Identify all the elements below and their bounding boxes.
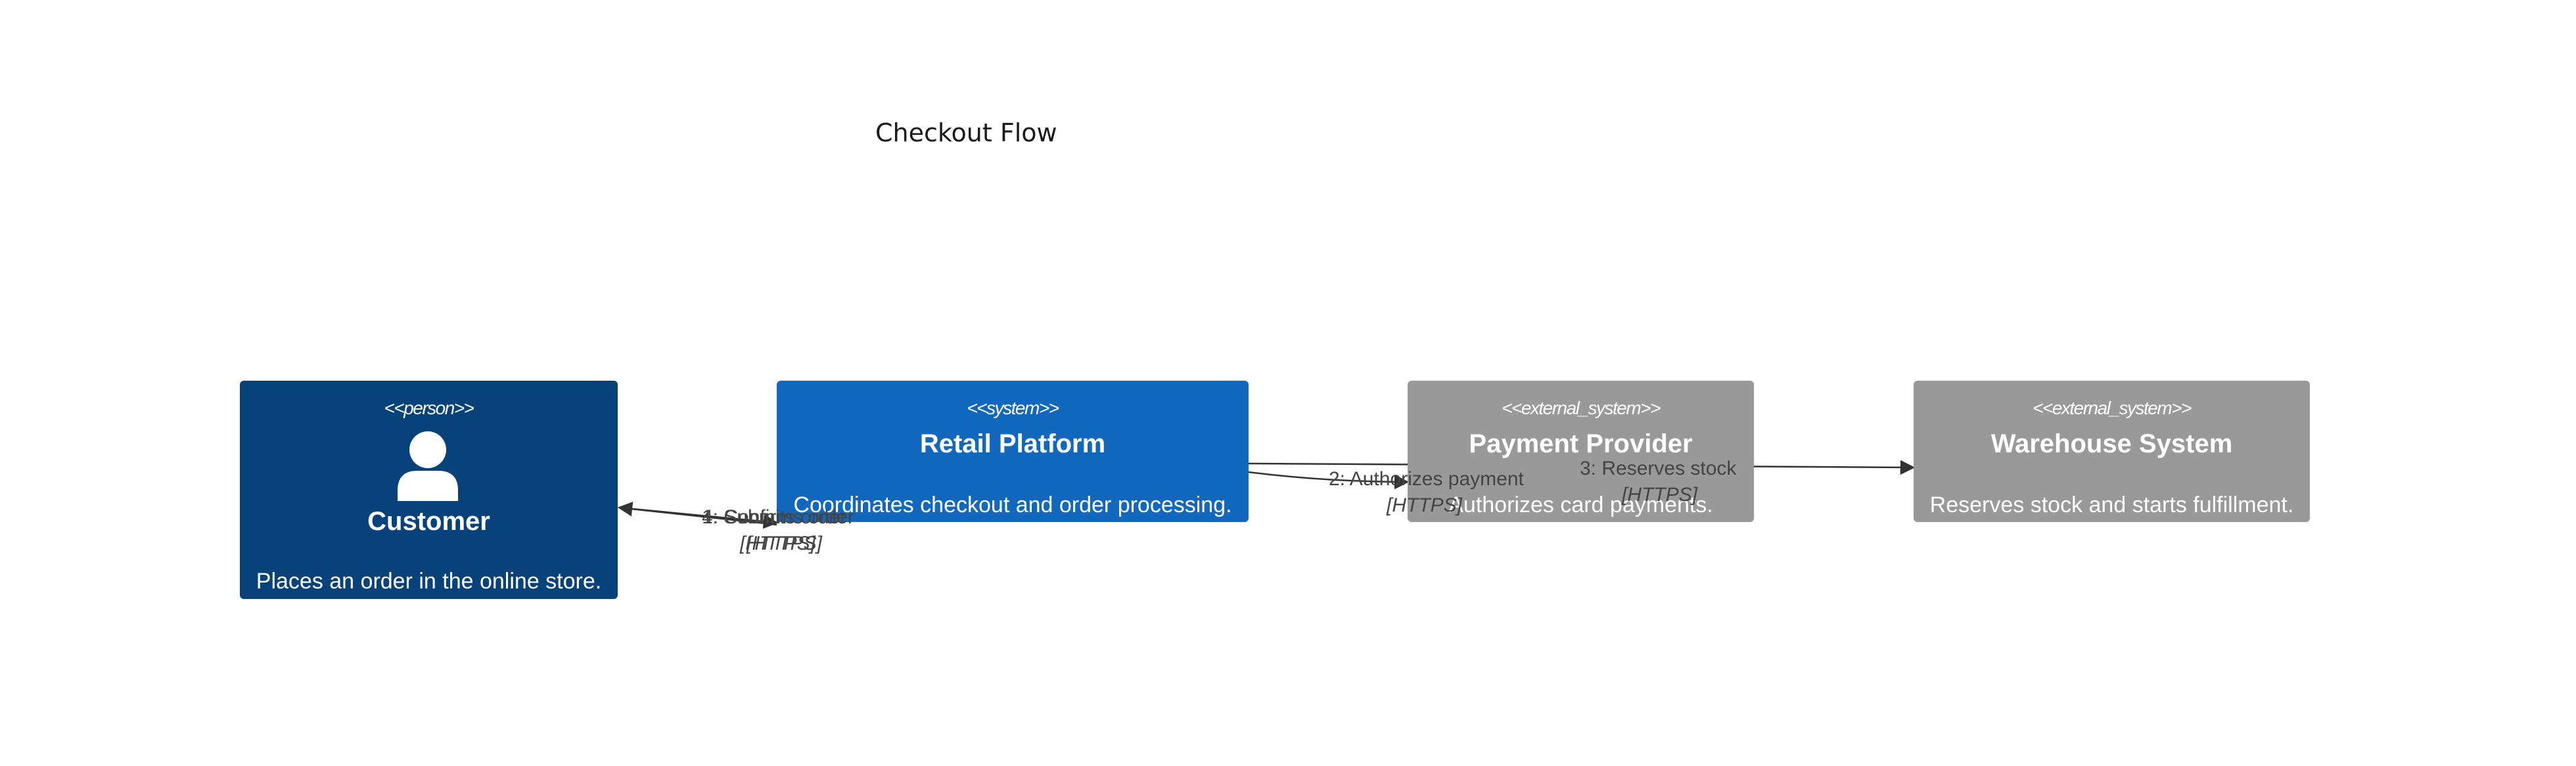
payment-name: Payment Provider [1469, 429, 1693, 458]
person-icon [395, 430, 461, 502]
customer-description: Places an order in the online store. [256, 569, 602, 594]
node-payment-provider[interactable]: <<external_system>> Payment Provider Aut… [1408, 381, 1754, 522]
edge-label-authorizes-payment: 2: Authorizes payment [1329, 468, 1524, 490]
diagram-title: Checkout Flow [875, 118, 1057, 147]
node-retail-platform[interactable]: <<system>> Retail Platform Coordinates c… [777, 381, 1249, 522]
edge-tech-authorizes-payment: [HTTPS] [1387, 494, 1463, 516]
warehouse-stereotype: <<external_system>> [2033, 398, 2192, 418]
edge-tech-confirms-order: [HTTPS] [747, 533, 823, 554]
retail-name: Retail Platform [919, 429, 1106, 458]
edge-label-confirms-order: 4: Confirms order [702, 506, 854, 528]
retail-description: Coordinates checkout and order processin… [793, 492, 1232, 517]
customer-stereotype: <<person>> [384, 398, 474, 418]
payment-description: Authorizes card payments. [1448, 492, 1713, 517]
edge-tech-reserves-stock: [HTTPS] [1622, 484, 1698, 506]
retail-stereotype: <<system>> [967, 398, 1059, 418]
edge-authorizes-payment[interactable] [1248, 471, 1410, 490]
node-warehouse-system[interactable]: <<external_system>> Warehouse System Res… [1914, 381, 2310, 522]
edge-label-submits-order: 1. Submits order [702, 506, 847, 528]
warehouse-description: Reserves stock and starts fulfillment. [1929, 492, 2294, 517]
edge-confirms-order[interactable] [617, 501, 777, 526]
payment-stereotype: <<external_system>> [1502, 398, 1661, 418]
edge-tech-submits-order: [HTTPS] [740, 533, 816, 554]
node-customer[interactable]: <<person>> Customer Places an order in t… [240, 381, 618, 599]
edge-label-reserves-stock: 3: Reserves stock [1580, 458, 1737, 479]
warehouse-name: Warehouse System [1990, 429, 2233, 458]
customer-name: Customer [367, 507, 490, 536]
